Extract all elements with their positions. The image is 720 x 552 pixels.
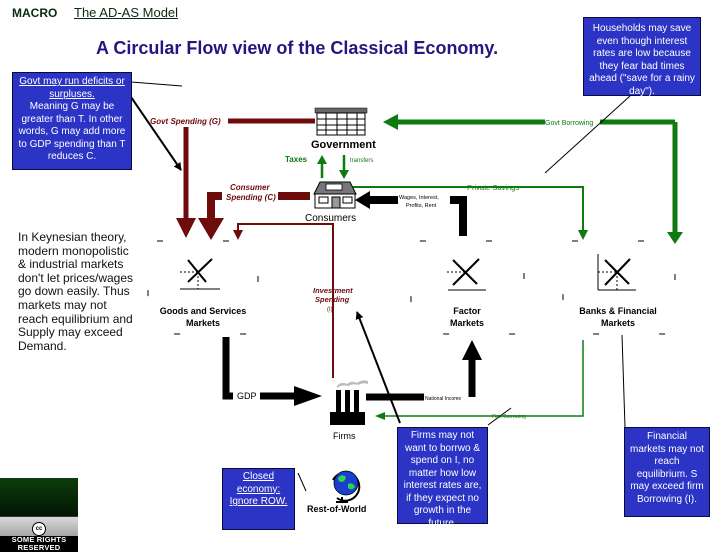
firms-note-pointer	[355, 311, 401, 424]
financial-note-pointer	[621, 334, 626, 428]
keynesian-note: In Keynesian theory, modern monopolistic…	[18, 230, 134, 353]
govt-spending-flow	[176, 118, 315, 238]
investment-spending-label-2: Spending	[315, 295, 350, 304]
consumer-spending-flow	[198, 192, 310, 240]
private-savings-label: Private Savings	[467, 183, 519, 192]
financial-markets-note: Financial markets may not reach equilibr…	[624, 427, 710, 517]
national-income-flow	[366, 340, 482, 401]
govt-spending-label: Govt Spending (G)	[150, 117, 221, 126]
license-text: SOME RIGHTS RESERVED	[0, 536, 78, 552]
govt-deficit-body: Meaning G may be greater than T. In othe…	[18, 101, 126, 162]
consumers-label: Consumers	[305, 213, 356, 224]
consumer-spending-label-2: Spending (C)	[226, 193, 276, 202]
firms-label: Firms	[333, 431, 356, 441]
financial-market-label-1: Banks & Financial	[579, 306, 657, 316]
investment-spending-label-1: Investment	[313, 286, 353, 295]
gdp-flow	[222, 337, 322, 406]
firm-borrowing-flow	[375, 340, 584, 420]
financial-market-box	[562, 240, 676, 335]
govt-note-underline-pointer	[130, 81, 183, 87]
investment-spending-label-3: (I)	[327, 307, 333, 313]
gdp-label: GDP	[237, 391, 257, 401]
consumer-spending-bend	[207, 192, 222, 222]
factor-market-label-1: Factor	[453, 306, 481, 316]
goods-market-label-1: Goods and Services	[160, 306, 247, 316]
factor-market-label-2: Markets	[450, 318, 484, 328]
cc-badge-top	[0, 478, 78, 516]
taxes-label: Taxes	[285, 155, 308, 164]
government-building-icon	[314, 107, 368, 136]
cc-logo-icon: cc	[32, 522, 46, 536]
topic-link[interactable]: The AD-AS Model	[74, 5, 179, 20]
national-income-label: National Income	[425, 396, 461, 402]
govt-deficit-heading: Govt may run deficits or surpluses.	[19, 76, 125, 100]
wages-label-2: Profits, Rent	[406, 203, 437, 209]
transfers-label: transfers	[350, 158, 373, 164]
wages-label-1: Wages, Interest,	[399, 195, 439, 201]
government-label: Government	[311, 139, 376, 151]
govt-deficit-note: Govt may run deficits or surpluses. Mean…	[12, 72, 132, 170]
globe-icon	[332, 470, 361, 503]
firms-factory-icon	[330, 380, 368, 425]
households-save-note: Households may save even though interest…	[583, 17, 701, 97]
households-note-pointer	[544, 95, 631, 174]
wages-flow	[355, 191, 467, 236]
page-title: A Circular Flow view of the Classical Ec…	[96, 38, 499, 58]
firms-note-pointer-2	[487, 407, 512, 426]
supply-demand-icon	[597, 254, 636, 291]
taxes-transfers-flow	[317, 155, 349, 179]
supply-demand-icon	[447, 258, 486, 291]
transfers-arrowhead	[339, 170, 349, 179]
govt-borrowing-label: Govt Borrowing	[545, 120, 593, 127]
rest-of-world-label: Rest-of-World	[307, 504, 366, 514]
callout-lines	[130, 81, 631, 492]
consumer-spending-arrowhead	[198, 218, 224, 240]
gdp-arrowhead	[294, 386, 322, 406]
national-income-arrowhead	[462, 340, 482, 360]
firm-borrowing-label: Firm Borrowing	[492, 414, 526, 420]
factor-market-box	[410, 240, 525, 335]
private-savings-flow	[353, 186, 588, 240]
consumers-house-icon	[313, 181, 357, 209]
circular-flow-diagram: Govt Spending (G) Govt Borrowing Taxes t…	[130, 81, 683, 514]
course-label: MACRO	[12, 6, 58, 20]
cc-badge-bottom: cc SOME RIGHTS RESERVED	[0, 516, 78, 552]
govt-borrowing-flow	[383, 114, 683, 244]
investment-arrowhead	[233, 230, 243, 240]
goods-services-market-box	[147, 240, 259, 335]
firms-borrow-note: Firms may not want to borrwo & spend on …	[397, 427, 488, 529]
closed-economy-note: Closed economy: Ignore ROW.	[222, 468, 295, 530]
closed-economy-text: Closed economy: Ignore ROW.	[229, 471, 288, 507]
wages-arrowhead	[355, 191, 370, 209]
closed-note-pointer	[297, 472, 307, 492]
taxes-arrowhead	[317, 155, 327, 164]
goods-market-label-2: Markets	[186, 318, 220, 328]
consumer-spending-label-1: Consumer	[230, 183, 270, 192]
creative-commons-badge[interactable]: cc SOME RIGHTS RESERVED	[0, 478, 78, 552]
investment-spending-flow	[233, 223, 334, 378]
supply-demand-icon	[180, 258, 220, 290]
govt-note-pointer	[130, 96, 182, 171]
financial-market-label-2: Markets	[601, 318, 635, 328]
